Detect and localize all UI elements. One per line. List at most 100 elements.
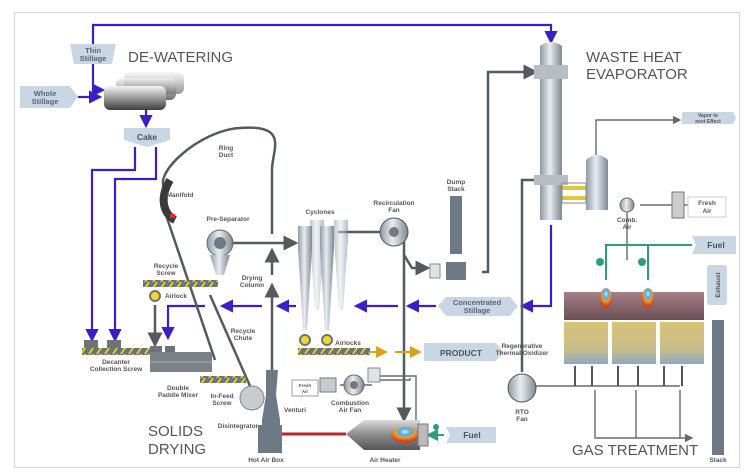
- airlock: [149, 290, 161, 302]
- in-feed-screw-label-1: In-Feed: [210, 393, 233, 400]
- vapor-label-1: Vapor to: [698, 113, 718, 119]
- vapor-line: [595, 115, 682, 155]
- fuel-tag-dryer: [446, 427, 496, 443]
- recycle-chute-label-2: Chute: [234, 335, 253, 342]
- double-paddle-mixer: [150, 346, 212, 372]
- rto-fan: [507, 373, 537, 403]
- disintegrator: [239, 385, 265, 411]
- rto-chamber: [564, 288, 704, 364]
- exhaust-label: Exhaust: [715, 272, 722, 298]
- tag-labels: Thin Stillage Whole Stillage Cake Concen…: [32, 46, 725, 440]
- fuel-header-rto: [605, 244, 692, 280]
- product-label: PRODUCT: [440, 348, 483, 358]
- stillage-flow-lines: [78, 23, 558, 343]
- vapor-tag: [682, 112, 736, 124]
- stream-tags: [20, 44, 736, 443]
- exhaust-to-evaporator: [482, 64, 539, 274]
- thin-stillage-line: [91, 23, 558, 48]
- evaporator-to-rto: [520, 178, 536, 372]
- manifold-label: Manifold: [167, 192, 194, 199]
- section-solids-2: DRYING: [148, 441, 206, 458]
- comb-air-fan-label-1: Combustion: [331, 400, 369, 407]
- in-feed-screw: [200, 376, 246, 383]
- recycle-screw-label-1: Recycle: [154, 263, 179, 270]
- recycle-screw-label-2: Screw: [156, 270, 176, 277]
- fuel-valve-dryer: [433, 424, 439, 430]
- fresh-air-dryer-1: Fresh: [299, 383, 312, 388]
- comb-air-label-1: Comb.: [617, 217, 637, 224]
- fuel-valves-rto: [596, 258, 646, 266]
- airlock-label: Airlock: [165, 293, 187, 300]
- decanter-centrifuges: [104, 72, 184, 110]
- cyclones-label: Cyclones: [306, 209, 335, 216]
- cake-to-decanter-1: [85, 147, 137, 343]
- manifold: [159, 177, 178, 224]
- exhaust-tag: [707, 265, 727, 305]
- fuel-label-rto: Fuel: [707, 240, 724, 250]
- thin-stillage-riser: [91, 56, 106, 97]
- concentrated-stillage-tag: [438, 297, 518, 316]
- fresh-air-dryer-2: Air: [302, 389, 309, 394]
- whole-stillage-label-2: Stillage: [32, 97, 59, 106]
- gas-flow-lines: [147, 64, 539, 423]
- section-solids-1: SOLIDS: [148, 423, 203, 440]
- combustion-damper: [367, 367, 381, 383]
- recirculation-fan: [379, 217, 409, 247]
- pre-separator: [206, 229, 234, 275]
- concentrated-label-1: Concentrated: [453, 298, 502, 307]
- concentrated-return-1: [519, 225, 553, 313]
- comb-air-fan-rto: [619, 197, 635, 213]
- drying-column-label-1: Drying: [242, 275, 263, 282]
- dump-stack: [429, 196, 466, 280]
- fresh-air-filter-rto: [671, 191, 685, 219]
- fresh-air-tag-dryer: [291, 379, 319, 397]
- recycle-chute: [208, 294, 252, 387]
- evaporator-separator: [561, 155, 608, 210]
- manifold-marker: [170, 214, 175, 218]
- pre-separator-label: Pre-Separator: [207, 216, 250, 223]
- in-feed-screw-label-2: Screw: [212, 400, 232, 407]
- rto-label-1: Regenerative: [502, 343, 543, 350]
- ring-duct-label-2: Duct: [219, 152, 234, 159]
- disintegrator-label: Disintegrator: [218, 423, 259, 430]
- rto-valves: [574, 366, 683, 386]
- fuel-tag-rto: [692, 236, 736, 254]
- product-tag: [424, 343, 503, 361]
- recycle-chute-label-1: Recycle: [231, 328, 256, 335]
- air-heater: [346, 420, 429, 450]
- ring-duct: [161, 126, 277, 234]
- section-dewatering: DE-WATERING: [128, 49, 233, 66]
- concentrated-to-mixer: [161, 304, 205, 341]
- recycle-screw: [143, 280, 218, 287]
- combustion-air-fan: [343, 374, 365, 396]
- manifold-chute: [164, 214, 217, 361]
- dump-stack-label-2: Stack: [447, 186, 465, 193]
- combustion-air-filter: [319, 377, 337, 393]
- hot-air-box: [258, 425, 282, 453]
- section-waste-heat-2: EVAPORATOR: [586, 66, 688, 83]
- decanter-collection-screw: [82, 348, 162, 355]
- section-waste-heat-1: WASTE HEAT: [586, 49, 682, 66]
- fuel-lines: [426, 244, 692, 441]
- product-screw: [298, 348, 370, 355]
- drying-column-label-2: Column: [240, 282, 264, 289]
- rto-fan-label-1: RTO: [515, 409, 529, 416]
- fan-to-damper: [380, 378, 411, 381]
- comb-air-label-2: Air: [622, 224, 632, 231]
- airlocks-label: Airlocks: [335, 340, 361, 347]
- whole-stillage-tag: [20, 86, 78, 108]
- cake-label: Cake: [137, 132, 158, 142]
- cake-tag: [124, 128, 170, 147]
- fresh-air-rto-2: Air: [702, 208, 712, 215]
- decanter-label-2: Collection Screw: [90, 366, 143, 373]
- airlocks: [299, 334, 333, 346]
- decanter-label-1: Decanter: [102, 359, 130, 366]
- cake-to-decanter-2: [108, 147, 158, 343]
- hot-air-box-label: Hot Air Box: [248, 457, 284, 464]
- rto-label-2: Thermal Oxidizer: [496, 350, 549, 357]
- comb-air-fan-label-2: Air Fan: [339, 407, 361, 414]
- stack: [712, 320, 724, 455]
- equipment-labels: Ring Duct Manifold Pre-Separator Cyclone…: [90, 145, 727, 464]
- recirc-fan-label-1: Recirculation: [373, 200, 414, 207]
